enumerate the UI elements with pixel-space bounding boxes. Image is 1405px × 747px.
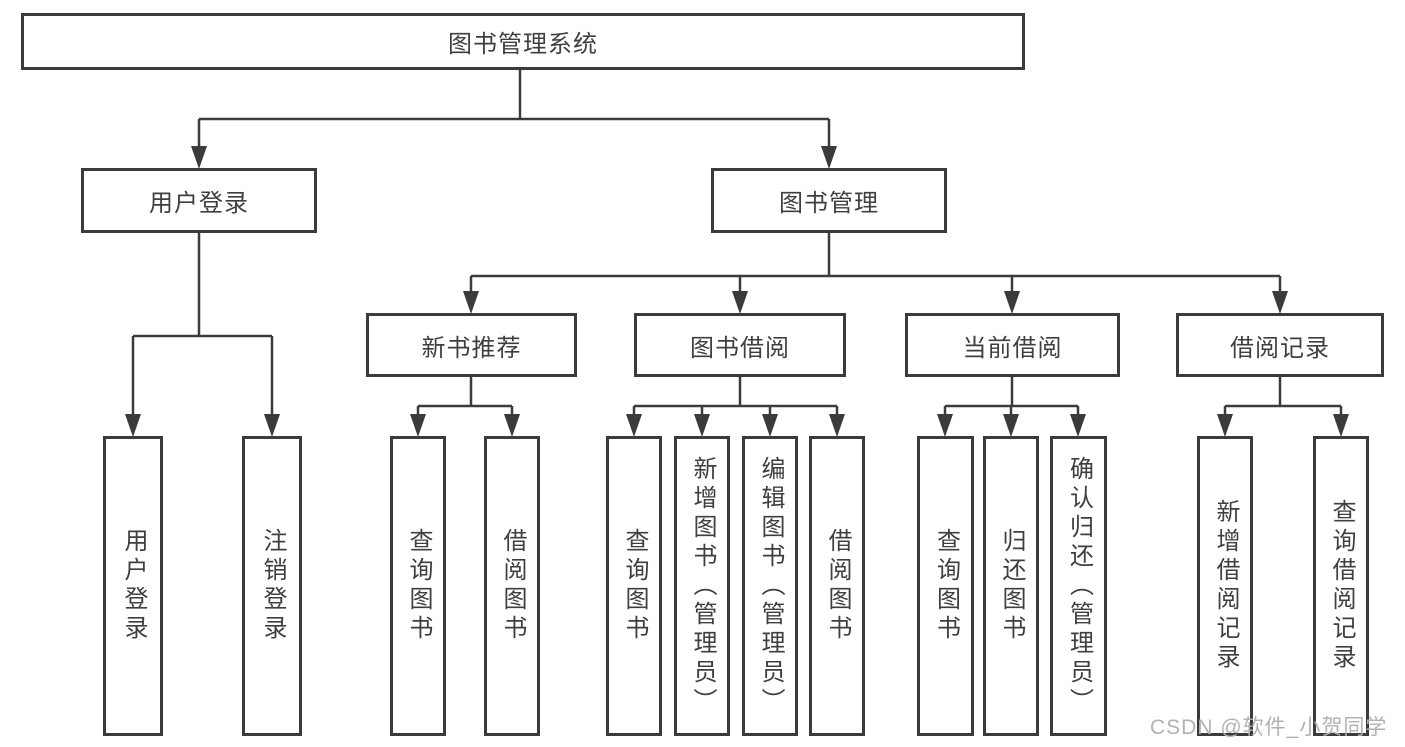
node-search-books-recommend: 查询图书 xyxy=(390,436,446,736)
node-search-books-borrowing-label: 查询图书 xyxy=(621,528,648,644)
node-edit-books-admin: 编辑图书（管理员） xyxy=(742,436,798,736)
node-book-management-label: 图书管理 xyxy=(779,190,879,217)
node-new-book-recommendation: 新书推荐 xyxy=(366,313,577,377)
node-borrowing-records: 借阅记录 xyxy=(1176,313,1384,377)
node-borrow-books-recommend: 借阅图书 xyxy=(484,436,540,736)
node-library-system-label: 图书管理系统 xyxy=(448,31,598,58)
node-confirm-return-admin-label: 确认归还（管理员） xyxy=(1065,455,1093,717)
node-book-borrowing: 图书借阅 xyxy=(634,313,846,377)
connector-root-to-level2 xyxy=(191,70,837,169)
node-edit-books-admin-label: 编辑图书（管理员） xyxy=(757,455,784,717)
connector-borrowing-records-to-leaves xyxy=(1217,377,1349,437)
node-confirm-return-admin: 确认归还（管理员） xyxy=(1050,436,1107,736)
node-logout: 注销登录 xyxy=(242,436,302,736)
node-search-books-borrowing: 查询图书 xyxy=(606,436,662,736)
connector-new-book-to-leaves xyxy=(410,377,520,437)
node-add-borrow-record-label: 新增借阅记录 xyxy=(1212,499,1239,673)
node-book-management: 图书管理 xyxy=(711,168,947,233)
node-search-borrow-record-label: 查询借阅记录 xyxy=(1328,499,1355,673)
node-return-books-label: 归还图书 xyxy=(998,528,1025,644)
node-return-books: 归还图书 xyxy=(983,436,1039,736)
node-add-borrow-record: 新增借阅记录 xyxy=(1197,436,1253,736)
node-search-books-current-label: 查询图书 xyxy=(932,528,960,644)
node-search-books-current: 查询图书 xyxy=(917,436,974,736)
node-borrow-books-label: 借阅图书 xyxy=(824,528,851,644)
node-borrowing-records-label: 借阅记录 xyxy=(1230,334,1330,362)
node-search-books-recommend-label: 查询图书 xyxy=(405,528,432,644)
node-search-borrow-record: 查询借阅记录 xyxy=(1313,436,1369,736)
node-book-borrowing-label: 图书借阅 xyxy=(690,334,790,362)
csdn-watermark: CSDN @软件_小贺同学 xyxy=(1150,716,1388,739)
node-current-borrowing: 当前借阅 xyxy=(905,313,1120,377)
node-user-login-label: 用户登录 xyxy=(149,190,249,217)
node-user-login-leaf-label: 用户登录 xyxy=(120,528,147,644)
node-user-login-leaf: 用户登录 xyxy=(103,436,163,736)
connector-book-borrowing-to-leaves xyxy=(626,377,845,437)
node-new-book-recommendation-label: 新书推荐 xyxy=(421,334,522,362)
node-borrow-books-recommend-label: 借阅图书 xyxy=(499,528,526,644)
connector-book-management-to-level3 xyxy=(463,233,1288,314)
node-add-books-admin-label: 新增图书（管理员） xyxy=(689,455,716,717)
node-borrow-books: 借阅图书 xyxy=(809,436,865,736)
node-user-login: 用户登录 xyxy=(81,168,317,233)
node-current-borrowing-label: 当前借阅 xyxy=(962,334,1063,362)
connector-user-login-to-leaves xyxy=(125,233,280,437)
node-logout-label: 注销登录 xyxy=(259,528,286,644)
connector-current-borrowing-to-leaves xyxy=(937,377,1086,437)
node-library-system: 图书管理系统 xyxy=(21,13,1025,70)
node-add-books-admin: 新增图书（管理员） xyxy=(674,436,730,736)
